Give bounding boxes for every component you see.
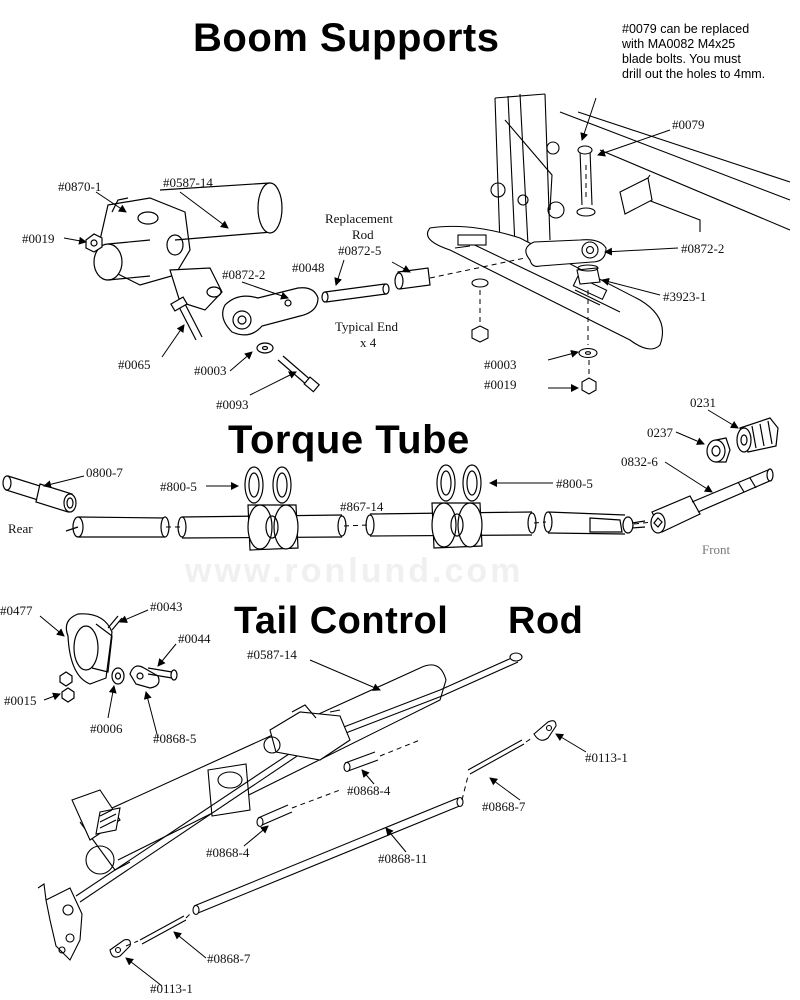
part-label: #0868-11 — [378, 851, 428, 866]
boom-support-right-frame — [426, 93, 791, 395]
tail-leader-lines — [39, 609, 587, 987]
boom-leader-lines — [63, 97, 679, 396]
boom-supports-title: Boom Supports — [193, 16, 500, 60]
part-label: 0237 — [647, 425, 673, 440]
part-label: #0872-2 — [222, 267, 266, 282]
part-label: #867-14 — [340, 499, 384, 514]
tail-control-rod-title: Rod — [508, 600, 584, 642]
part-label: #0872-5 — [338, 243, 382, 258]
front-label: Front — [702, 542, 731, 557]
note-line: drill out the holes to 4mm. — [622, 67, 766, 81]
boom-assembly-dashed-axis — [429, 165, 590, 375]
part-label: #0003 — [484, 357, 517, 372]
part-label: #0015 — [4, 693, 37, 708]
part-label: #0048 — [292, 260, 325, 275]
part-label: #0113-1 — [150, 981, 193, 996]
part-label: 0832-6 — [621, 454, 658, 469]
part-label: x 4 — [360, 335, 377, 350]
part-label: #0093 — [216, 397, 249, 412]
part-label: #0113-1 — [585, 750, 628, 765]
part-label: #0868-5 — [153, 731, 197, 746]
part-label: #0868-7 — [207, 951, 251, 966]
part-label: Rod — [352, 227, 374, 242]
part-label: #0587-14 — [247, 647, 297, 662]
part-label: 0800-7 — [86, 465, 123, 480]
part-label: #0870-1 — [58, 179, 102, 194]
part-label: 0231 — [690, 395, 716, 410]
torque-tube-title: Torque Tube — [228, 418, 470, 462]
tail-dashed-axis — [125, 737, 533, 947]
part-label: #800-5 — [556, 476, 593, 491]
part-label: #0019 — [22, 231, 55, 246]
part-label: #0019 — [484, 377, 517, 392]
boom-support-left-assembly — [85, 182, 283, 341]
watermark: www.ronlund.com — [185, 552, 524, 590]
torque-tube-assembly — [2, 417, 779, 551]
torque-leader-lines — [43, 409, 739, 493]
note-line: #0079 can be replaced — [622, 22, 750, 36]
part-label: #0587-14 — [163, 175, 213, 190]
part-label: #0868-4 — [206, 845, 250, 860]
tail-control-rods — [109, 720, 557, 958]
part-label: #0868-4 — [347, 783, 391, 798]
note-line: blade bolts. You must — [622, 52, 741, 66]
part-label: #0006 — [90, 721, 123, 736]
part-label: #0065 — [118, 357, 151, 372]
part-label: #0872-2 — [681, 241, 725, 256]
replacement-rod-and-end — [321, 267, 431, 303]
rear-label: Rear — [8, 521, 33, 536]
part-label: #0079 — [672, 117, 705, 132]
part-label: Typical End — [335, 319, 398, 334]
tail-clamp-parts — [59, 613, 178, 703]
torque-tube-dashed-axis — [166, 521, 653, 528]
part-label: Replacement — [325, 211, 393, 226]
note-line: with MA0082 M4x25 — [622, 37, 736, 51]
part-label: #800-5 — [160, 479, 197, 494]
part-label: #0044 — [178, 631, 211, 646]
part-label: #0043 — [150, 599, 183, 614]
tail-control-title: Tail Control — [234, 600, 449, 642]
part-label: #0868-7 — [482, 799, 526, 814]
part-label: #0003 — [194, 363, 227, 378]
ball-link-end-left — [222, 287, 321, 393]
part-label: #0477 — [0, 603, 33, 618]
replacement-note: #0079 can be replaced with MA0082 M4x25 … — [622, 22, 765, 82]
part-label: #3923-1 — [663, 289, 707, 304]
tail-boom-assembly — [37, 652, 523, 961]
